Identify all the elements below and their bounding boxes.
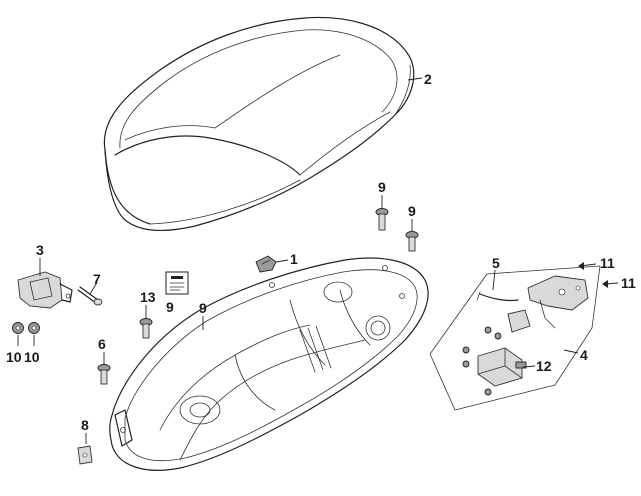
callout-7: 7 xyxy=(93,271,101,287)
callout-4: 4 xyxy=(580,347,588,363)
callout-10a: 10 xyxy=(6,349,22,365)
nut-icon xyxy=(28,322,40,334)
clip-icon xyxy=(255,255,277,273)
callout-3: 3 xyxy=(36,242,44,258)
callout-6: 9 xyxy=(199,300,207,316)
helmet-box-icon xyxy=(109,257,429,471)
bolt-icon xyxy=(375,208,389,231)
callout-13: 9 xyxy=(166,299,174,315)
bolt-icon xyxy=(97,364,111,385)
nut-icon xyxy=(12,322,24,334)
bolt-icon xyxy=(139,318,153,339)
seat-icon xyxy=(103,16,415,231)
callout-8: 8 xyxy=(81,417,89,433)
clip-nut-icon xyxy=(77,445,93,465)
callout-2: 2 xyxy=(424,71,432,87)
callout-9b: 9 xyxy=(408,203,416,219)
callout-1: 1 xyxy=(290,251,298,267)
label-icon xyxy=(165,271,189,295)
bolt-icon xyxy=(77,286,103,306)
bolt-icon xyxy=(405,231,419,252)
callout-5: 5 xyxy=(492,255,500,271)
seat-lock-icon xyxy=(429,265,601,411)
callout-9c: 13 xyxy=(140,289,156,305)
callout-10b: 10 xyxy=(24,349,40,365)
callout-9a: 9 xyxy=(378,179,386,195)
hinge-bracket-icon xyxy=(17,271,73,309)
callout-11b: 11 xyxy=(621,275,636,291)
callout-11a: 11 xyxy=(600,255,615,271)
callout-9d: 6 xyxy=(98,336,106,352)
callout-12: 12 xyxy=(536,358,552,374)
